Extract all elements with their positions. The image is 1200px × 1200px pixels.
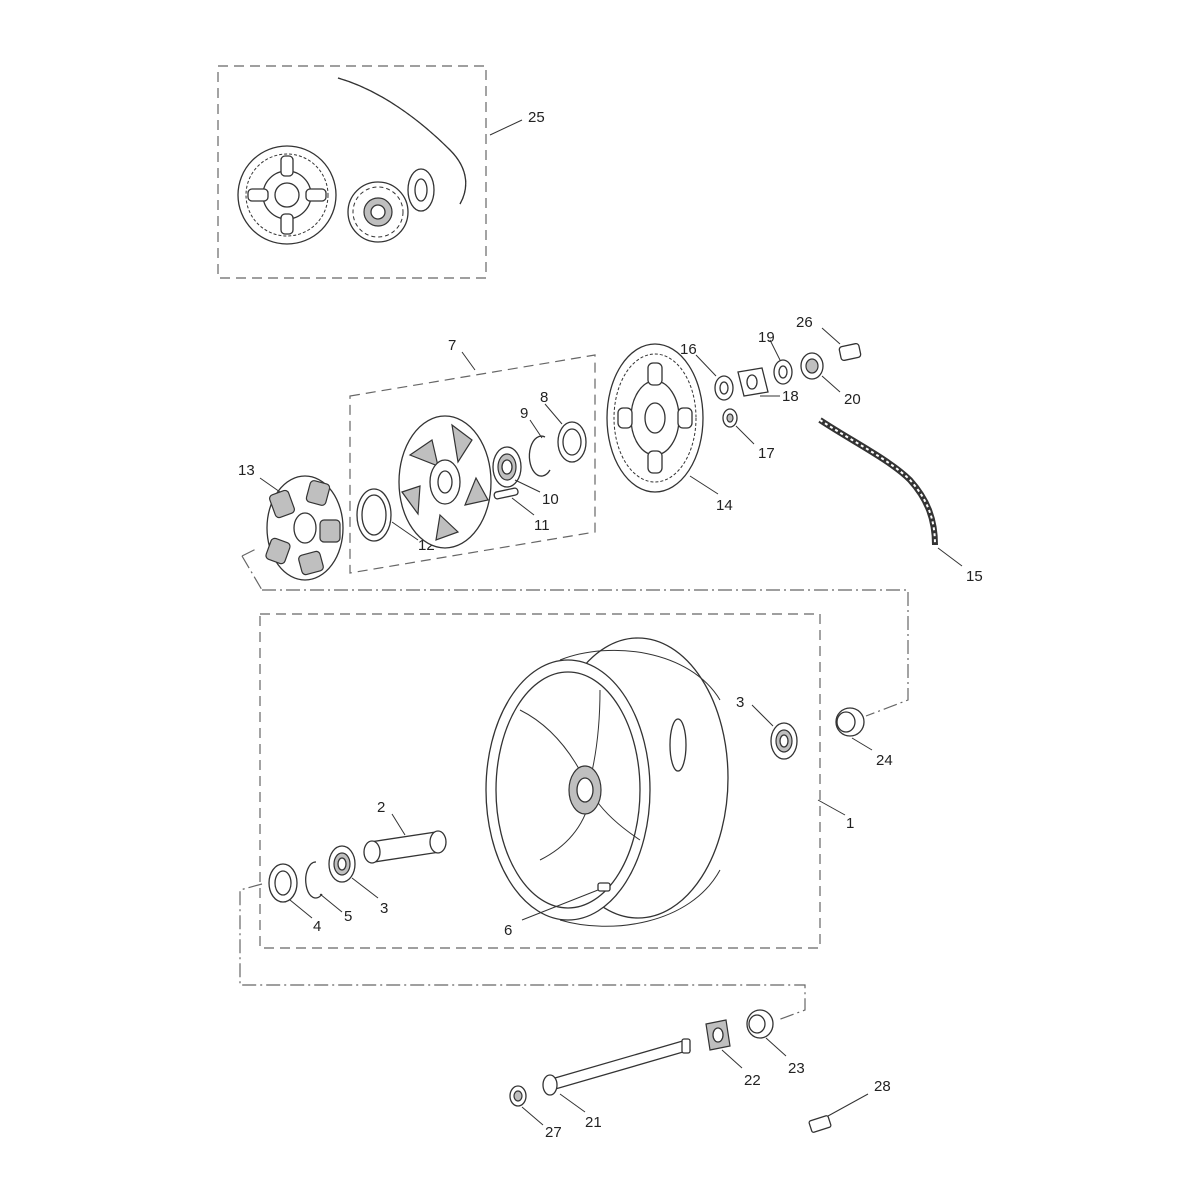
front-sprocket[interactable] — [347, 181, 409, 243]
leader-3-lower — [351, 877, 379, 899]
leader-9 — [529, 419, 543, 439]
leader-15 — [937, 547, 963, 567]
callout-26: 26 — [796, 314, 813, 331]
sprocket-washer[interactable] — [407, 168, 435, 212]
leader-24 — [851, 737, 873, 751]
leader-25 — [489, 119, 523, 136]
callout-7: 7 — [448, 337, 456, 354]
sprocket-nut-16[interactable] — [714, 375, 734, 401]
cush-rubbers[interactable] — [265, 475, 344, 581]
leader-27 — [521, 1106, 544, 1126]
callout-28: 28 — [874, 1078, 891, 1095]
rear-wheel[interactable] — [485, 637, 729, 927]
callout-4: 4 — [313, 918, 321, 935]
leader-10 — [514, 479, 541, 493]
rear-axle[interactable] — [542, 1038, 691, 1096]
wheel-bearing-right[interactable] — [770, 722, 798, 760]
connector-13-stub — [241, 547, 259, 557]
callout-25: 25 — [528, 109, 545, 126]
callout-18: 18 — [782, 388, 799, 405]
callout-21: 21 — [585, 1114, 602, 1131]
leader-17 — [735, 425, 755, 445]
drive-chain-kit[interactable] — [337, 77, 467, 205]
cush-drive-hub[interactable] — [398, 415, 492, 549]
seal-left[interactable] — [268, 863, 298, 903]
callout-19: 19 — [758, 329, 775, 346]
axle-nut[interactable] — [509, 1085, 527, 1107]
sprocket-stud[interactable] — [722, 408, 738, 428]
rear-sprocket[interactable] — [606, 343, 704, 493]
connector-13-to-24 — [262, 589, 909, 717]
callout-3-lower: 3 — [380, 900, 388, 917]
callout-1: 1 — [846, 815, 854, 832]
leader-26 — [821, 327, 841, 345]
leader-2 — [391, 813, 406, 836]
callout-15: 15 — [966, 568, 983, 585]
callout-27: 27 — [545, 1124, 562, 1141]
callout-13: 13 — [238, 462, 255, 479]
callout-14: 14 — [716, 497, 733, 514]
callout-3-upper: 3 — [736, 694, 744, 711]
callout-5: 5 — [344, 908, 352, 925]
rear-sprocket-kit[interactable] — [237, 145, 337, 245]
leader-19 — [769, 339, 781, 361]
adjuster-washer[interactable] — [773, 359, 793, 385]
connector-4-to-23 — [239, 883, 806, 1021]
adjuster-nut[interactable] — [800, 352, 824, 380]
group-box-1 — [259, 613, 821, 949]
callout-6: 6 — [504, 922, 512, 939]
callout-23: 23 — [788, 1060, 805, 1077]
leader-12 — [391, 521, 419, 541]
cush-drive-ring[interactable] — [356, 488, 392, 542]
grease-nipple[interactable] — [808, 1115, 832, 1133]
adjuster-bolt[interactable] — [838, 342, 862, 362]
leader-20 — [821, 375, 841, 393]
callout-24: 24 — [876, 752, 893, 769]
leader-16 — [695, 354, 717, 377]
group-box-7 — [349, 354, 596, 574]
leader-22 — [721, 1049, 743, 1069]
leader-7 — [461, 351, 476, 371]
callout-2: 2 — [377, 799, 385, 816]
circlip-left[interactable] — [305, 861, 323, 899]
hub-pin[interactable] — [493, 487, 519, 500]
callout-10: 10 — [542, 491, 559, 508]
hub-bearing[interactable] — [492, 446, 522, 488]
leader-13 — [259, 477, 281, 493]
leader-5 — [319, 893, 343, 913]
leader-23 — [765, 1037, 787, 1057]
callout-16: 16 — [680, 341, 697, 358]
leader-1 — [817, 799, 846, 816]
callout-11: 11 — [534, 517, 550, 534]
circlip[interactable] — [528, 435, 551, 477]
leader-3-upper — [751, 704, 774, 727]
connector-13-to-wheel — [241, 555, 263, 591]
callout-9: 9 — [520, 405, 528, 422]
leader-11 — [511, 497, 535, 516]
callout-20: 20 — [844, 391, 861, 408]
hub-spacer[interactable] — [557, 421, 587, 463]
drive-chain[interactable] — [818, 417, 938, 546]
leader-8 — [544, 403, 563, 425]
callout-22: 22 — [744, 1072, 761, 1089]
group-box-25 — [217, 65, 487, 279]
leader-4 — [289, 899, 313, 919]
axle-spacer[interactable] — [746, 1009, 774, 1039]
leader-28 — [827, 1093, 869, 1117]
leader-6 — [521, 889, 599, 921]
axle-adjuster-block[interactable] — [705, 1019, 731, 1051]
wheel-spacer-right[interactable] — [835, 707, 865, 737]
leader-14 — [689, 475, 719, 495]
callout-8: 8 — [540, 389, 548, 406]
callout-17: 17 — [758, 445, 775, 462]
valve[interactable] — [597, 882, 611, 892]
chain-adjuster-plate[interactable] — [737, 367, 769, 397]
wheel-bearing-left[interactable] — [328, 845, 356, 883]
leader-21 — [559, 1093, 586, 1113]
hub-sleeve[interactable] — [363, 830, 447, 864]
